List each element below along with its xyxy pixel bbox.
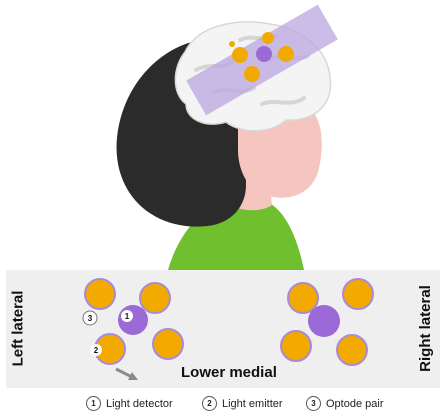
legend-number: 2 bbox=[202, 396, 217, 411]
head-emitter bbox=[278, 46, 294, 62]
emitter-optode bbox=[337, 335, 367, 365]
head-emitter bbox=[229, 41, 235, 47]
emitter-optode bbox=[153, 329, 183, 359]
legend-number: 1 bbox=[86, 396, 101, 411]
legend-text: Optode pair bbox=[326, 398, 383, 410]
legend-item-pair: 3 Optode pair bbox=[306, 396, 383, 411]
head-emitter bbox=[262, 32, 274, 44]
emitter-optode bbox=[343, 279, 373, 309]
head-emitter bbox=[232, 47, 248, 63]
emitter-optode bbox=[85, 279, 115, 309]
detector-optode bbox=[118, 305, 148, 335]
legend-text: Light detector bbox=[106, 398, 173, 410]
left-lateral-label: Left lateral bbox=[9, 291, 26, 367]
emitter-optode bbox=[281, 331, 311, 361]
head-illustration bbox=[0, 0, 446, 270]
emitter-optode bbox=[140, 283, 170, 313]
detector-optode bbox=[308, 305, 340, 337]
head-emitter bbox=[244, 66, 260, 82]
direction-arrow-icon bbox=[116, 369, 138, 380]
head-detector bbox=[256, 46, 272, 62]
emitter-optode bbox=[288, 283, 318, 313]
legend-item-emitter: 2 Light emitter bbox=[202, 396, 283, 411]
marker-detector: 1 bbox=[125, 312, 130, 321]
legend: 1 Light detector 2 Light emitter 3 Optod… bbox=[0, 392, 446, 416]
marker-pair: 3 bbox=[88, 314, 93, 323]
lower-medial-label: Lower medial bbox=[181, 364, 277, 381]
right-lateral-label: Right lateral bbox=[417, 285, 434, 372]
marker-emitter: 2 bbox=[94, 346, 99, 355]
legend-text: Light emitter bbox=[222, 398, 283, 410]
legend-item-detector: 1 Light detector bbox=[86, 396, 173, 411]
legend-number: 3 bbox=[306, 396, 321, 411]
probe-layout-panel: 3 1 2 Left lateral Right lateral Lower m… bbox=[6, 270, 440, 388]
